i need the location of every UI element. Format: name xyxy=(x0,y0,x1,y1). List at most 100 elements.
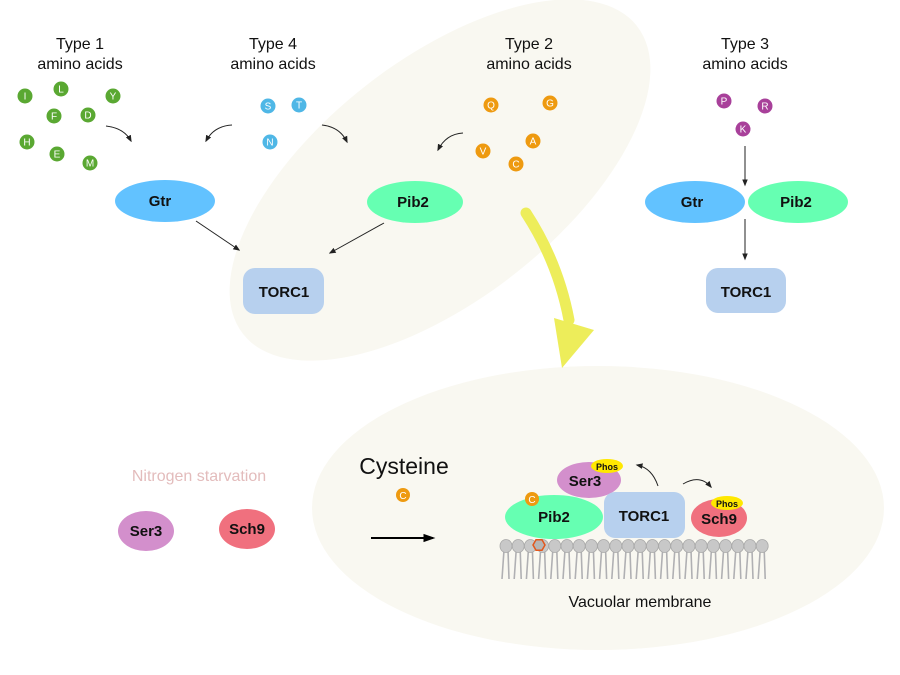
type3-residue-letter: P xyxy=(721,97,728,108)
torc1-to-ser3-arrow xyxy=(635,463,659,487)
type2-residue-q xyxy=(483,97,499,113)
lipid-head xyxy=(731,539,745,553)
ser3-free xyxy=(118,511,174,551)
type4-residue-t xyxy=(291,97,307,113)
torc1-label-type3: TORC1 xyxy=(721,284,772,301)
lipid-head xyxy=(633,539,647,553)
type3-title: Type 3 xyxy=(721,36,769,53)
lipid-tails xyxy=(525,549,535,580)
lipid-head xyxy=(670,539,684,553)
lipid-tails xyxy=(708,549,718,580)
lipid-tails xyxy=(501,549,510,580)
type3-residue-p xyxy=(716,93,732,109)
type3-residue-letter: K xyxy=(740,125,747,136)
type1-residue-d xyxy=(80,107,96,123)
sch9-free xyxy=(219,509,275,549)
lipid-tails xyxy=(611,549,620,580)
type2-header: Type 2 amino acids xyxy=(486,36,571,73)
pib2-node xyxy=(367,181,463,223)
type1-title: Type 1 xyxy=(56,36,104,53)
pib2-label: Pib2 xyxy=(397,194,429,211)
type2-title: Type 2 xyxy=(505,36,553,53)
type2-highlight-ellipse xyxy=(229,0,651,361)
gtr-node-type3 xyxy=(645,181,745,223)
lipid-head xyxy=(572,539,586,553)
type4-residue-letter: N xyxy=(266,138,273,149)
type4-residue-n xyxy=(262,134,278,150)
lipid-head xyxy=(597,539,610,553)
torc1-node xyxy=(243,268,324,314)
lipid-tails xyxy=(635,549,644,580)
type2-residue-letter: V xyxy=(480,147,487,158)
gtr-label: Gtr xyxy=(149,193,172,210)
torc1-label: TORC1 xyxy=(259,284,310,301)
lipid-head xyxy=(585,539,598,553)
type1-residue-h xyxy=(19,134,35,150)
type1-residue-e xyxy=(49,146,65,162)
type1-residue-i xyxy=(17,88,33,104)
pib2-label-type3: Pib2 xyxy=(780,194,812,211)
cysteine-label: Cysteine xyxy=(359,453,448,479)
pib2-node-type3 xyxy=(748,181,848,223)
sch9-phos-badge xyxy=(711,496,743,510)
lipid-tails xyxy=(647,549,657,580)
lipid-tails xyxy=(537,549,547,580)
type1-residue-letter: E xyxy=(54,150,61,161)
yellow-arrowhead xyxy=(554,318,594,368)
type2-residue-letter: C xyxy=(512,160,519,171)
cysteine-residue-bubble xyxy=(396,488,410,502)
type4-title: Type 4 xyxy=(249,36,297,53)
lipid-head xyxy=(646,539,659,553)
type2-to-pib2-arrow xyxy=(437,132,464,152)
lipid-tails xyxy=(586,549,596,580)
lipid-head xyxy=(707,539,720,553)
yellow-transition-arrow xyxy=(520,207,575,326)
type1-to-gtr-arrow xyxy=(105,125,132,143)
lipid-tails xyxy=(574,549,583,580)
type2-residue-letter: A xyxy=(530,137,537,148)
type1-subtitle: amino acids xyxy=(37,56,122,73)
lipid-tails xyxy=(550,549,559,580)
type4-residue-letter: S xyxy=(265,102,272,113)
torc1-node-type3 xyxy=(706,268,786,313)
lipid-tails xyxy=(562,549,571,580)
type3-subtitle: amino acids xyxy=(702,56,787,73)
type1-residue-letter: I xyxy=(24,92,27,103)
vacuolar-membrane xyxy=(499,539,769,580)
lipid-tails xyxy=(757,549,766,580)
type4-subtitle: amino acids xyxy=(230,56,315,73)
nitrogen-starvation-label: Nitrogen starvation xyxy=(132,468,266,485)
type1-residue-letter: L xyxy=(58,85,64,96)
lipid-head xyxy=(511,539,525,553)
membrane-hexagon-icon xyxy=(532,539,546,551)
lipid-tails xyxy=(684,549,693,580)
type1-residue-m xyxy=(82,155,98,171)
lipid-tails xyxy=(696,549,705,580)
type1-residue-l xyxy=(53,81,69,97)
sch9-free-label: Sch9 xyxy=(229,521,265,538)
type4-residue-s xyxy=(260,98,276,114)
type3-header: Type 3 amino acids xyxy=(702,36,787,73)
lipid-head xyxy=(755,539,769,553)
lipid-tails xyxy=(659,549,669,580)
pib2-cysteine-bubble xyxy=(525,492,539,506)
lipid-tails xyxy=(623,549,632,580)
lipid-head xyxy=(609,539,623,553)
type2-subtitle: amino acids xyxy=(486,56,571,73)
type2-residue-g xyxy=(542,95,558,111)
lipid-tails xyxy=(720,549,730,580)
type1-residue-letter: M xyxy=(86,159,94,170)
type4-header: Type 4 amino acids xyxy=(230,36,315,73)
lipid-head xyxy=(694,539,708,553)
lipid-head xyxy=(682,539,696,553)
type1-residue-letter: Y xyxy=(110,92,117,103)
type4-to-gtr-arrow xyxy=(205,124,233,143)
type1-residue-letter: H xyxy=(23,138,30,149)
ser3-free-label: Ser3 xyxy=(130,523,163,540)
lipid-tails xyxy=(672,549,681,580)
type1-residue-letter: D xyxy=(84,111,91,122)
lipid-head xyxy=(499,539,513,553)
torc1-to-sch9-arrow xyxy=(682,479,712,489)
type3-residue-r xyxy=(757,98,773,114)
